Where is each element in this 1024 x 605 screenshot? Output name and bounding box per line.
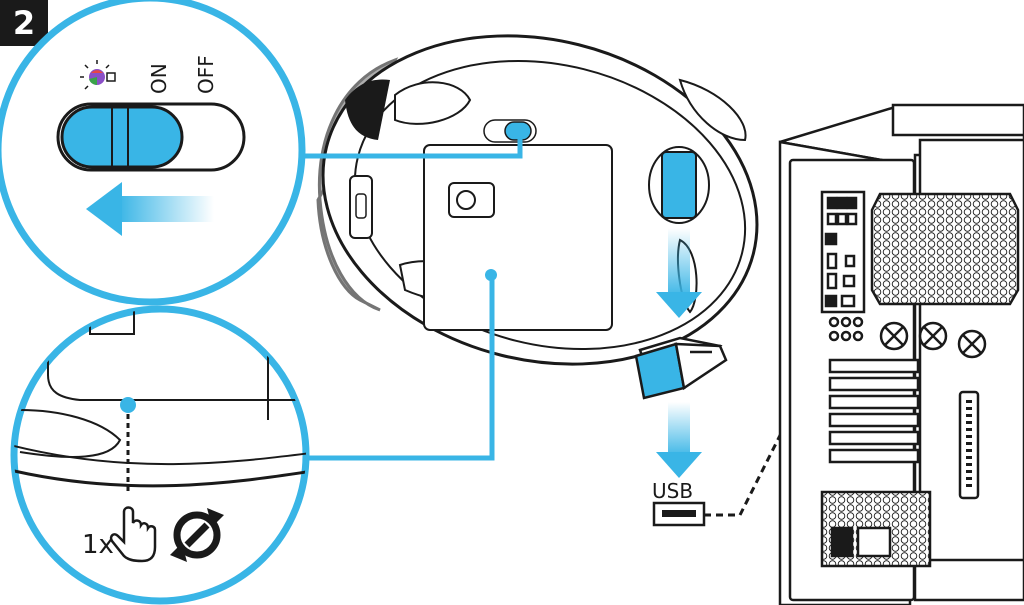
step-number-badge: 2 [0, 0, 48, 46]
usb-receiver [634, 336, 728, 400]
power-switch-large[interactable] [56, 102, 246, 172]
hand-press-icon [109, 506, 157, 563]
pc-tower [778, 103, 1024, 605]
psu-switch [830, 526, 854, 558]
usb-port-icon [652, 501, 706, 527]
fan-grill [870, 192, 1020, 306]
connect-sync-icon [170, 508, 224, 562]
press-count: 1x [82, 530, 114, 560]
io-panel [820, 190, 866, 314]
off-label: OFF [194, 55, 218, 94]
connect-button-dot[interactable] [120, 397, 136, 413]
on-label: ON [147, 63, 171, 94]
mouse-side-button [345, 79, 390, 140]
arrow-down-icon [656, 402, 702, 478]
mouse-bottom-view [316, 34, 759, 366]
expansion-slots [828, 358, 920, 464]
rgb-light-icon [80, 60, 116, 90]
arrow-down-icon [656, 228, 702, 318]
zoom-power-switch: ON OFF [0, 0, 306, 306]
battery-compartment [423, 144, 613, 331]
stored-receiver [661, 151, 697, 219]
zoom-connect-button: 1x [10, 305, 310, 605]
usb-label: USB [652, 479, 693, 503]
arrow-left-icon [86, 182, 214, 236]
audio-jacks [828, 316, 864, 342]
callout-lines [300, 132, 523, 461]
power-socket [856, 526, 892, 558]
mouse-foot [678, 78, 747, 142]
mouse-foot [394, 81, 472, 125]
switch-labels: ON OFF [147, 55, 218, 94]
